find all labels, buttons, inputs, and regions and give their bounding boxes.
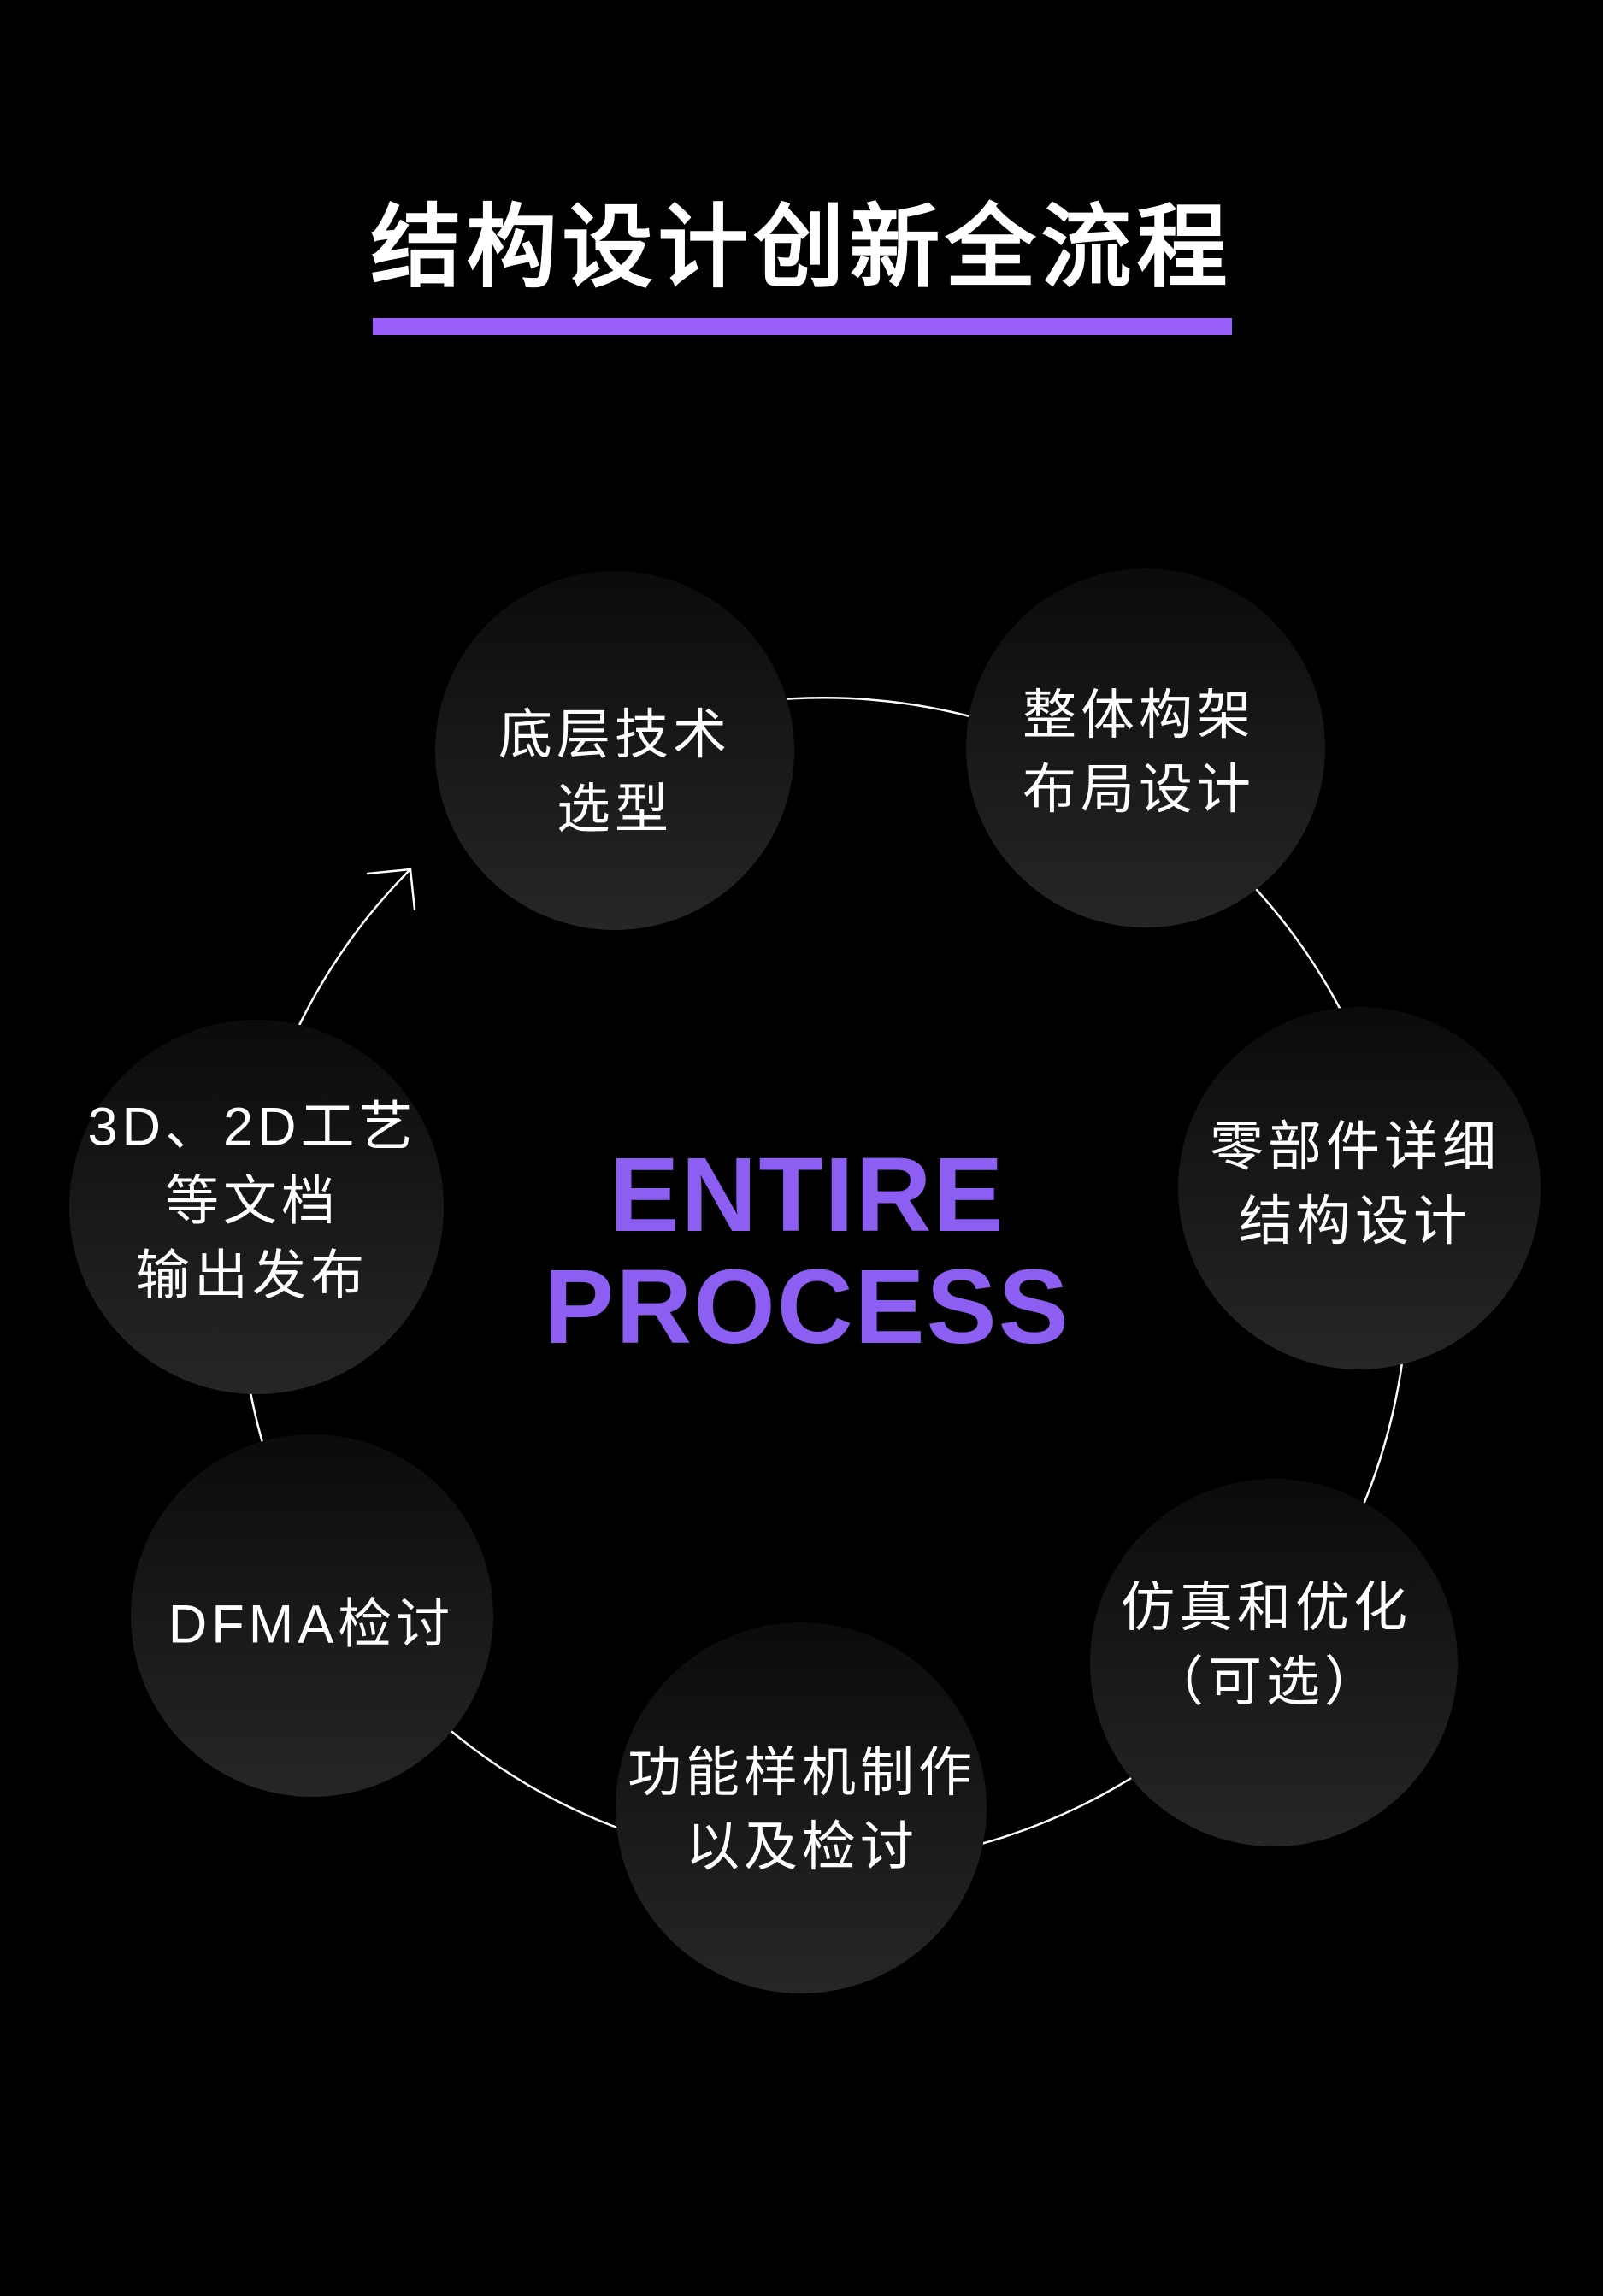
step-circle-dfma-review [131, 1434, 493, 1797]
step-label-dfma-review: DFMA检讨 [168, 1588, 454, 1663]
title-underline [373, 318, 1232, 335]
step-label-docs-output: 3D、2D工艺 等文档 输出发布 [87, 1091, 416, 1314]
step-circle-overall-layout [966, 568, 1325, 927]
step-label-line: 等文档 [164, 1171, 339, 1232]
step-circle-prototype-review [616, 1622, 987, 1993]
step-label-overall-layout: 整体构架 布局设计 [1023, 679, 1255, 827]
step-label-line: 布局设计 [1023, 760, 1255, 820]
arrow-head-icon [366, 868, 416, 911]
step-circle-tech-selection [435, 571, 794, 930]
step-label-line: 选型 [557, 780, 673, 839]
step-circle-simulation-optional [1090, 1479, 1458, 1846]
step-label-line: 零部件详细 [1210, 1117, 1500, 1177]
center-label-line2: PROCESS [544, 1249, 1070, 1366]
step-label-prototype-review: 功能样机制作 以及检讨 [628, 1736, 976, 1885]
step-circle-detailed-structure [1178, 1007, 1541, 1369]
center-label-line1: ENTIRE [609, 1137, 1005, 1254]
step-label-line: 整体构架 [1023, 686, 1255, 745]
step-label-line: 底层技术 [498, 705, 731, 765]
step-label-line: 3D、2D工艺 [87, 1097, 417, 1157]
step-label-line: DFMA检讨 [168, 1594, 455, 1655]
step-label-line: 结构设计 [1239, 1192, 1471, 1251]
step-label-simulation-optional: 仿真和优化 （可选） [1121, 1571, 1411, 1720]
step-label-line: （可选） [1150, 1652, 1382, 1712]
center-label: ENTIRE PROCESS [544, 1139, 1070, 1363]
step-label-line: 仿真和优化 [1121, 1578, 1411, 1638]
step-label-line: 以及检讨 [686, 1817, 918, 1877]
step-circle-docs-output [69, 1020, 444, 1394]
step-label-line: 输出发布 [135, 1245, 368, 1306]
step-label-tech-selection: 底层技术 选型 [498, 698, 731, 847]
step-label-line: 功能样机制作 [628, 1743, 976, 1803]
step-label-detailed-structure: 零部件详细 结构设计 [1210, 1110, 1500, 1259]
page-title: 结构设计创新全流程 [370, 197, 1233, 298]
